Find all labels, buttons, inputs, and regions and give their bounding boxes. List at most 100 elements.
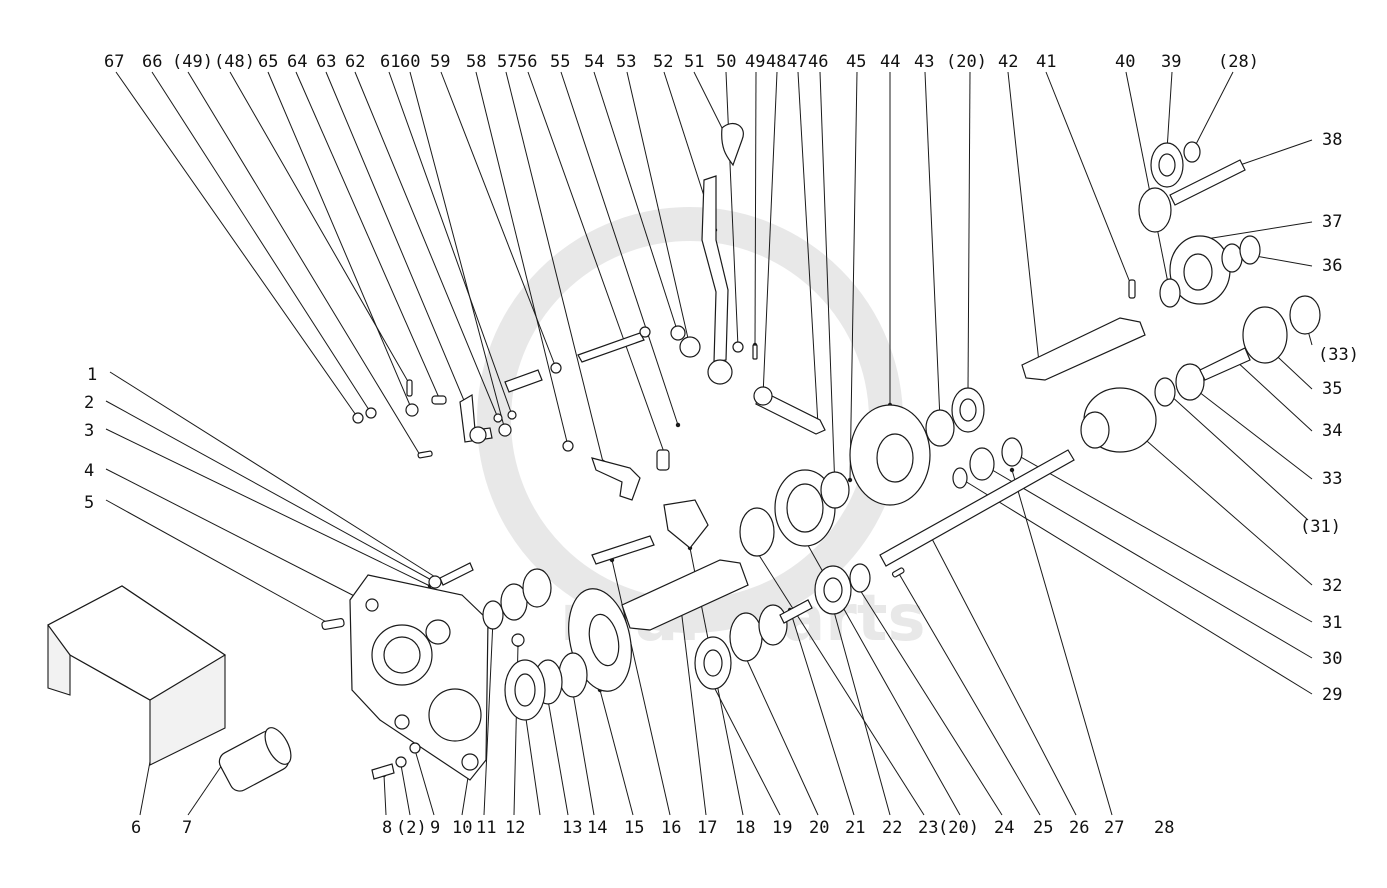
callout-label: 39	[1161, 52, 1181, 72]
leader-line	[383, 774, 387, 816]
leader-line	[409, 71, 506, 431]
part-ring-40	[1159, 278, 1181, 308]
leader-line	[295, 71, 441, 401]
leader-line	[109, 371, 441, 581]
part-sync-ring-inner	[786, 483, 824, 533]
callout-label: 14	[587, 818, 607, 838]
leader-line	[789, 609, 855, 816]
callout-label: 53	[616, 52, 636, 72]
part-gear-22	[758, 604, 788, 646]
leader-line	[1166, 71, 1173, 151]
callout-labels: 67 66 (49) (48) 65 64 63 62 61 60 59 58 …	[84, 52, 1359, 838]
leader-line	[725, 71, 739, 348]
part-ring-52b	[679, 336, 701, 358]
callout-label: 48	[766, 52, 786, 72]
part-bearing-30	[969, 447, 995, 481]
callout-label: 52	[653, 52, 673, 72]
part-washer-29	[952, 467, 968, 489]
leader-dot	[847, 477, 853, 483]
leader-line	[560, 71, 679, 426]
part-output-shaft-42	[1021, 317, 1146, 381]
callout-label: 17	[697, 818, 717, 838]
callout-label: 54	[584, 52, 604, 72]
callout-label: 7	[182, 818, 192, 838]
part-shim-50	[721, 123, 744, 167]
part-pin-26	[891, 567, 905, 578]
callout-label: 20	[809, 818, 829, 838]
part-washer	[428, 575, 442, 589]
part-gear-16-hub	[588, 613, 620, 667]
part-washer-52	[670, 325, 686, 341]
leader-line	[414, 749, 435, 816]
leader-line	[1139, 434, 1313, 586]
callout-label: 28	[1154, 818, 1174, 838]
callout-label: (49)	[172, 52, 213, 72]
part-bearing-36	[1221, 243, 1243, 273]
callout-label: (48)	[214, 52, 255, 72]
part-nut-49	[732, 341, 744, 353]
callout-label: 25	[1033, 818, 1053, 838]
leader-line	[897, 571, 1041, 816]
part-spring-54	[656, 449, 670, 471]
callout-label: 44	[880, 52, 900, 72]
leader-dot	[1009, 467, 1015, 473]
part-bushing-47	[753, 386, 773, 406]
leader-line	[354, 71, 499, 419]
part-main-shaft-18	[621, 559, 749, 631]
leader-line	[859, 589, 1003, 816]
callout-label: 26	[1069, 818, 1089, 838]
callout-label: 60	[400, 52, 420, 72]
callout-label: 55	[550, 52, 570, 72]
part-pin-65	[406, 379, 413, 397]
callout-label: 6	[131, 818, 141, 838]
part-bolt	[439, 562, 474, 586]
part-bearing-33	[1175, 363, 1205, 401]
callout-label: 35	[1322, 379, 1342, 399]
part-bolt-8	[371, 763, 395, 780]
callout-label: (33)	[1318, 345, 1359, 365]
callout-label: 37	[1322, 212, 1342, 232]
part-gear-15	[558, 652, 588, 698]
leader-line	[151, 71, 372, 414]
leader-line	[712, 684, 781, 816]
part-ball-53	[676, 423, 680, 427]
part-bushing-45	[820, 471, 850, 509]
callout-label: 46	[808, 52, 828, 72]
part-washer-2	[395, 756, 407, 768]
callout-label: (28)	[1218, 52, 1259, 72]
callout-label: 16	[661, 818, 681, 838]
leader-line	[105, 400, 436, 583]
part-cover-guard-top	[47, 585, 227, 701]
part-ring-36b	[1239, 235, 1261, 265]
callout-label: 32	[1322, 576, 1342, 596]
part-ring-31	[1001, 437, 1023, 467]
callout-label: 50	[716, 52, 736, 72]
leader-line	[547, 699, 569, 816]
callout-label: (2)	[396, 818, 427, 838]
leader-line	[967, 71, 971, 391]
leader-line	[527, 71, 666, 456]
leader-line	[849, 71, 858, 481]
leader-line	[981, 463, 1313, 659]
callout-label: 18	[735, 818, 755, 838]
callout-label: 30	[1322, 649, 1342, 669]
callout-label: 42	[998, 52, 1018, 72]
part-gear-44-hub	[876, 433, 914, 483]
leader-line	[593, 71, 679, 334]
leader-line	[1011, 469, 1113, 816]
part-washer-9	[409, 742, 421, 754]
callout-label: 34	[1322, 421, 1342, 441]
callout-label: 31	[1322, 613, 1342, 633]
leader-line	[483, 619, 494, 816]
leader-line	[115, 71, 359, 419]
part-sleeve	[218, 727, 292, 792]
leader-line	[1239, 139, 1313, 166]
part-washer-58	[498, 423, 512, 437]
leader-line	[1011, 451, 1313, 623]
leader-line	[611, 559, 671, 816]
callout-label: 21	[845, 818, 865, 838]
part-shaft-22	[779, 599, 813, 624]
callout-label: 8	[382, 818, 392, 838]
